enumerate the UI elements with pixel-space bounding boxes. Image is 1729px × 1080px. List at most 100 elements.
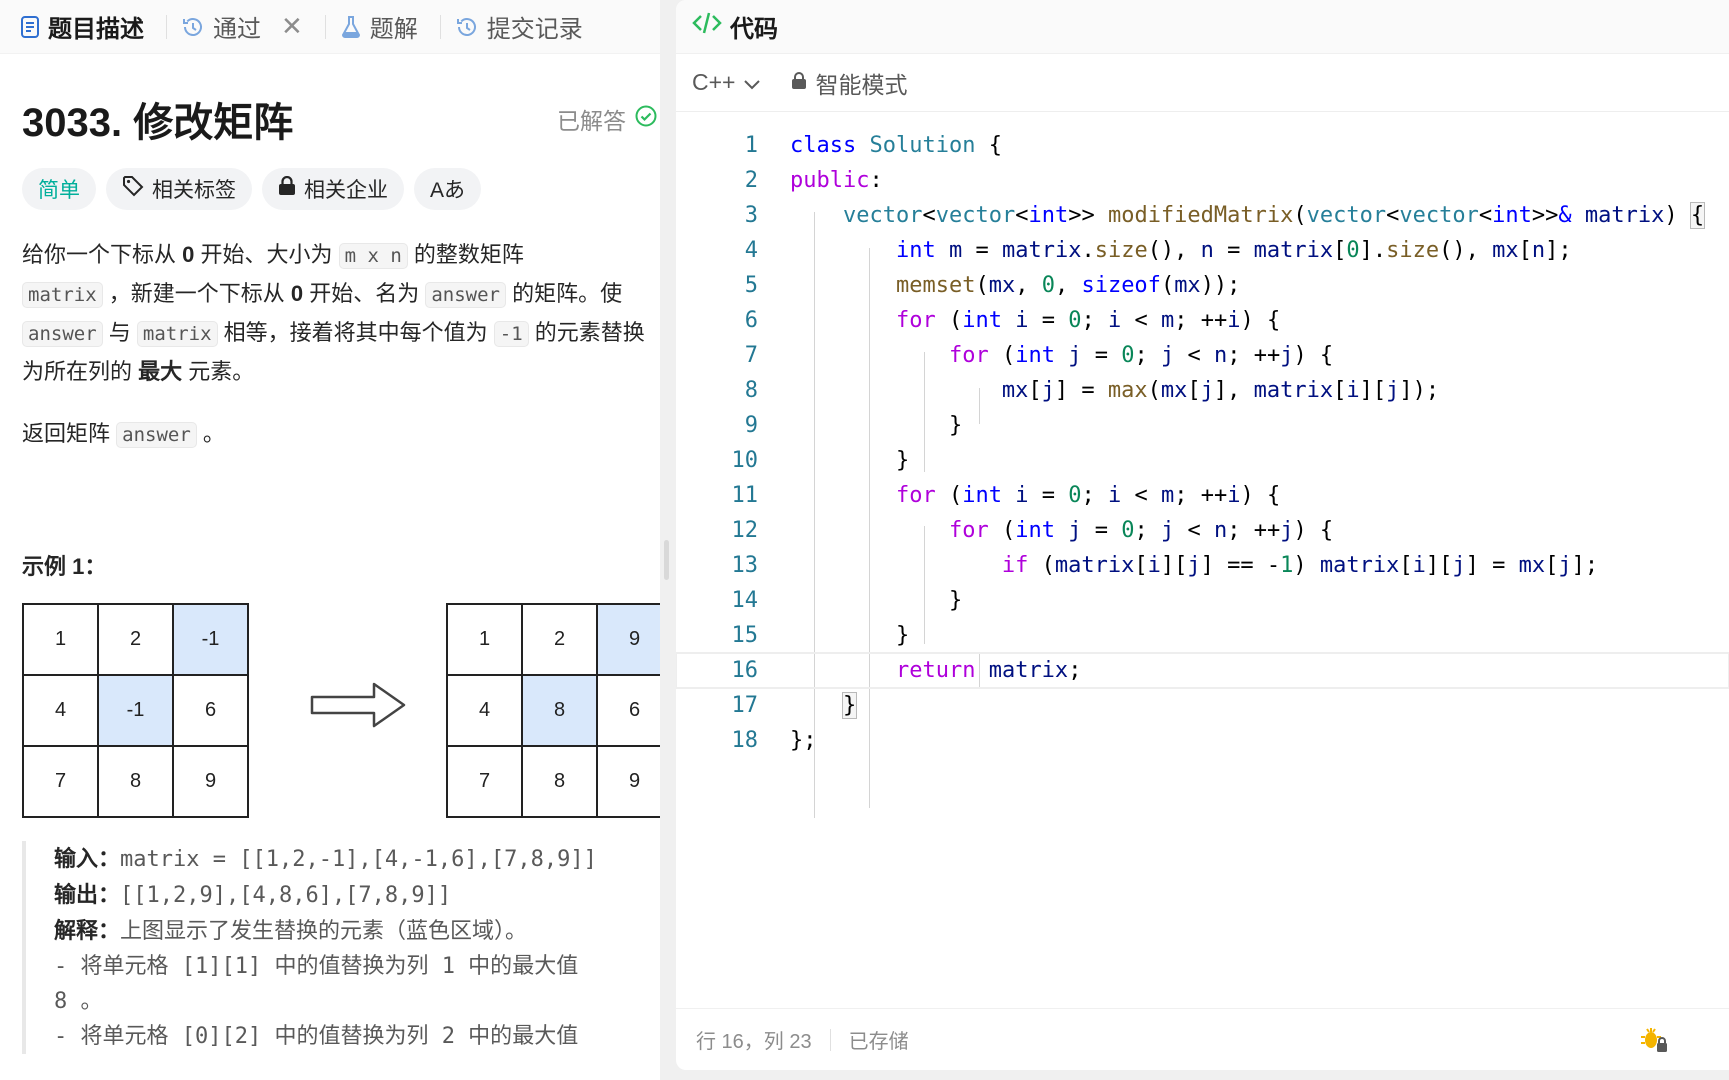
save-status: 已存储 — [848, 1031, 909, 1053]
code-line-current[interactable]: 16 return matrix; — [676, 652, 1729, 689]
code-line[interactable]: 8 mx[j] = max(mx[j], matrix[i][j]); — [676, 373, 1729, 408]
explain-line: 8 。 — [54, 989, 103, 1014]
problem-panel: 题目描述 通过 ✕ 题解 提交记录 3033. 修改矩阵 — [0, 0, 660, 1080]
matrix-cell: 9 — [174, 747, 249, 818]
editor-statusbar: 行 16，列 23 已存储 — [676, 1008, 1729, 1070]
tab-accepted[interactable]: 通过 ✕ — [177, 0, 315, 54]
line-code: }; — [790, 728, 817, 753]
code-line[interactable]: 7 for (int j = 0; j < n; ++j) { — [676, 338, 1729, 373]
indent-guide — [814, 212, 815, 818]
code-line[interactable]: 14 } — [676, 583, 1729, 618]
problem-title[interactable]: 3033. 修改矩阵 — [22, 101, 294, 145]
line-number: 17 — [731, 693, 759, 718]
code-line[interactable]: 18}; — [676, 723, 1729, 758]
line-number: 7 — [744, 343, 758, 368]
matrix-before: 1 2 -1 4 -1 6 7 8 9 — [22, 603, 249, 818]
debugger-locked-icon[interactable] — [1639, 1025, 1669, 1061]
line-code: } — [790, 448, 910, 473]
code-line[interactable]: 9 } — [676, 408, 1729, 443]
matrix-cell: 8 — [99, 747, 174, 818]
problem-return: 返回矩阵 answer 。 — [22, 416, 638, 453]
line-number: 15 — [731, 623, 759, 648]
language-select[interactable]: C++ — [692, 69, 761, 96]
matrix-cell-highlighted: 8 — [523, 676, 598, 747]
code-line[interactable]: 4 int m = matrix.size(), n = matrix[0].s… — [676, 233, 1729, 268]
line-number: 1 — [744, 133, 758, 158]
matrix-cell: 2 — [99, 605, 174, 676]
code-line[interactable]: 13 if (matrix[i][j] == -1) matrix[i][j] … — [676, 548, 1729, 583]
matrix-cell: 6 — [598, 676, 660, 747]
desc-bold: 0 — [290, 281, 304, 306]
line-code: for (int i = 0; i < m; ++i) { — [895, 308, 1281, 333]
cursor-position: 行 16，列 23 — [696, 1031, 812, 1053]
panel-resize-handle[interactable] — [664, 540, 669, 580]
tab-description[interactable]: 题目描述 — [16, 0, 156, 54]
line-code: class Solution { — [790, 133, 1002, 158]
code-line[interactable]: 11 for (int i = 0; i < m; ++i) { — [676, 478, 1729, 513]
related-companies-button[interactable]: 相关企业 — [262, 168, 404, 210]
desc-text: ，新建一个下标从 — [102, 281, 291, 306]
line-number: 5 — [744, 273, 758, 298]
tab-solutions[interactable]: 题解 — [336, 0, 430, 54]
code-line[interactable]: 12 for (int j = 0; j < n; ++j) { — [676, 513, 1729, 548]
matrix-cell-highlighted: -1 — [174, 605, 249, 676]
code-line[interactable]: 5 memset(mx, 0, sizeof(mx)); — [676, 268, 1729, 303]
line-code: mx[j] = max(mx[j], matrix[i][j]); — [1001, 378, 1440, 403]
matrix-cell: 6 — [174, 676, 249, 747]
matrix-cell: 1 — [24, 605, 99, 676]
inline-code: matrix — [136, 321, 218, 347]
desc-text: 元素。 — [182, 359, 255, 384]
matrix-cell: 1 — [448, 605, 523, 676]
indent-guide — [979, 652, 980, 688]
close-icon[interactable]: ✕ — [281, 11, 303, 41]
font-size-label: Aあ — [430, 179, 466, 202]
indent-guide — [869, 248, 870, 808]
status-divider — [829, 1028, 831, 1051]
indent-guide — [924, 352, 925, 472]
tab-divider — [166, 14, 167, 39]
indent-guide — [979, 388, 980, 424]
code-line[interactable]: 1 class Solution { — [676, 128, 1729, 163]
line-code: int m = matrix.size(), n = matrix[0].siz… — [895, 238, 1572, 263]
solved-label: 已解答 — [557, 108, 626, 134]
return-text: 。 — [196, 421, 225, 446]
related-companies-label: 相关企业 — [304, 179, 388, 202]
difficulty-badge[interactable]: 简单 — [22, 168, 96, 210]
matrix-cell: 4 — [24, 676, 99, 747]
matrix-cell: 8 — [523, 747, 598, 818]
line-code: for (int i = 0; i < m; ++i) { — [895, 483, 1281, 508]
explain-line: - 将单元格 [0][2] 中的值替换为列 2 中的最大值 — [54, 1024, 579, 1049]
code-line[interactable]: 17 } — [676, 688, 1729, 723]
code-line[interactable]: 3 vector<vector<int>> modifiedMatrix(vec… — [676, 198, 1729, 233]
smart-mode-label: 智能模式 — [815, 71, 908, 98]
inline-code: answer — [22, 321, 103, 347]
font-size-button[interactable]: Aあ — [414, 168, 482, 210]
line-code: for (int j = 0; j < n; ++j) { — [948, 518, 1334, 543]
smart-mode-button[interactable]: 智能模式 — [791, 66, 907, 100]
code-icon — [692, 11, 722, 42]
return-text: 返回矩阵 — [22, 421, 117, 446]
code-line[interactable]: 10 } — [676, 443, 1729, 478]
input-value: matrix = [[1,2,-1],[4,-1,6],[7,8,9]] — [120, 847, 597, 872]
document-icon — [20, 15, 40, 38]
line-code: public: — [790, 168, 883, 193]
code-panel-title: 代码 — [730, 16, 778, 43]
tab-submissions-label: 提交记录 — [486, 16, 583, 43]
line-number: 13 — [731, 553, 759, 578]
desc-text: 的元素替换为所在列的 — [22, 320, 645, 384]
problem-tags: 简单 相关标签 相关企业 Aあ — [22, 168, 638, 210]
code-line[interactable]: 6 for (int i = 0; i < m; ++i) { — [676, 303, 1729, 338]
lock-icon — [278, 175, 296, 202]
inline-code: -1 — [493, 321, 529, 347]
line-number: 6 — [744, 308, 758, 333]
related-tags-button[interactable]: 相关标签 — [106, 168, 252, 210]
matrix-after: 1 2 9 4 8 6 7 8 9 — [446, 603, 660, 818]
tab-submissions[interactable]: 提交记录 — [451, 0, 595, 54]
history-icon — [181, 15, 205, 39]
problem-content: 3033. 修改矩阵 已解答 简单 相关标签 相关企业 Aあ 给你一个下标从 0… — [0, 94, 660, 1054]
problem-description: 给你一个下标从 0 开始、大小为 m x n 的整数矩阵 matrix ，新建一… — [22, 236, 660, 390]
code-line[interactable]: 15 } — [676, 618, 1729, 653]
